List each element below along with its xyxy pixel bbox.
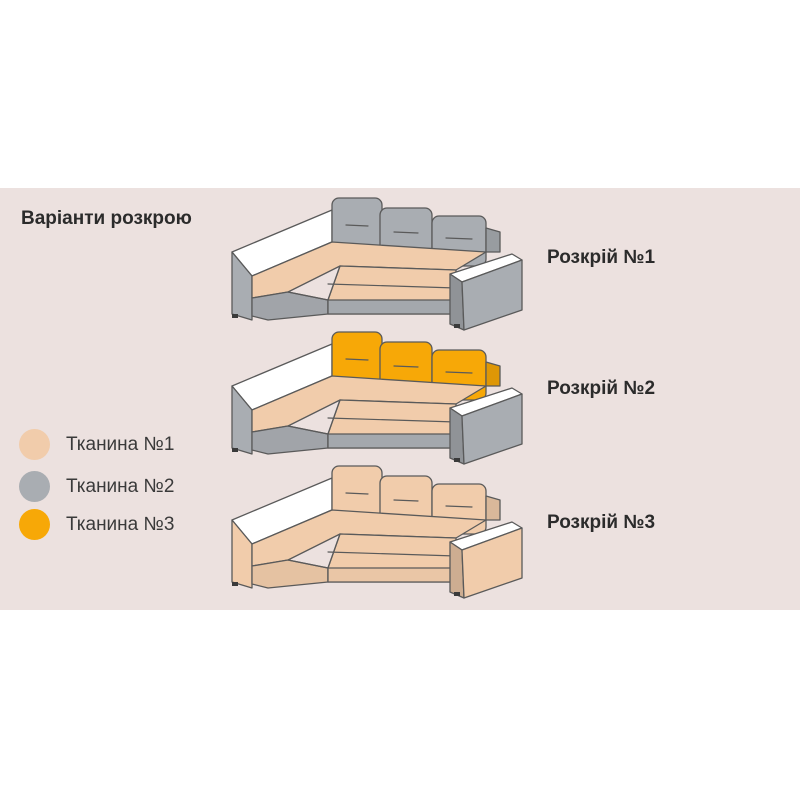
variant-label-2: Розкрій №2 [547,378,656,399]
sofa-foot [454,592,460,596]
sofa-variant-2 [231,331,523,465]
legend-label: Тканина №2 [66,475,175,497]
legend-item-fabric-3: Тканина №3 [19,509,174,540]
seat-front-edge [327,417,457,423]
cushion-seam [393,231,419,234]
seat-crease [327,533,341,569]
cushion-seam [393,499,419,502]
sofa-foot [232,314,238,318]
cushion-seam [445,505,473,508]
seat-front-edge [327,551,457,557]
chaise-edge [287,559,329,569]
seat-front-edge [327,283,457,289]
chaise-edge [287,425,329,435]
chaise-front [251,559,329,589]
seat-base [327,567,457,583]
back-end-tab [485,361,501,387]
diagram-title: Варіанти розкрою [21,208,192,229]
back-end-tab [485,495,501,521]
sofa-foot [232,448,238,452]
sofa-variant-3 [231,465,523,599]
cushion-seam [393,365,419,368]
chaise-edge [287,291,329,301]
right-arm-face [461,393,523,465]
right-arm-face [461,527,523,599]
cushion-seam [345,492,369,495]
left-arm-face [231,519,253,589]
left-arm-face [231,385,253,455]
legend-label: Тканина №3 [66,513,175,535]
seat-crease [327,265,341,301]
fabric-swatch-1 [19,429,50,460]
back-end-tab [485,227,501,253]
left-arm-face [231,251,253,321]
cushion-seam [445,237,473,240]
sofa-foot [454,458,460,462]
chaise-front [251,425,329,455]
sofa-foot [232,582,238,586]
seat-base [327,299,457,315]
chaise-front [251,291,329,321]
fabric-swatch-3 [19,509,50,540]
cushion-seam [345,224,369,227]
sofa-foot [454,324,460,328]
legend-item-fabric-1: Тканина №1 [19,429,174,460]
cushion-seam [445,371,473,374]
fabric-swatch-2 [19,471,50,502]
seat-crease [327,399,341,435]
variant-label-1: Розкрій №1 [547,247,656,268]
variant-label-3: Розкрій №3 [547,512,656,533]
legend-item-fabric-2: Тканина №2 [19,471,174,502]
right-arm-face [461,259,523,331]
seat-base [327,433,457,449]
legend-label: Тканина №1 [66,433,175,455]
sofa-variant-1 [231,197,523,331]
cushion-seam [345,358,369,361]
